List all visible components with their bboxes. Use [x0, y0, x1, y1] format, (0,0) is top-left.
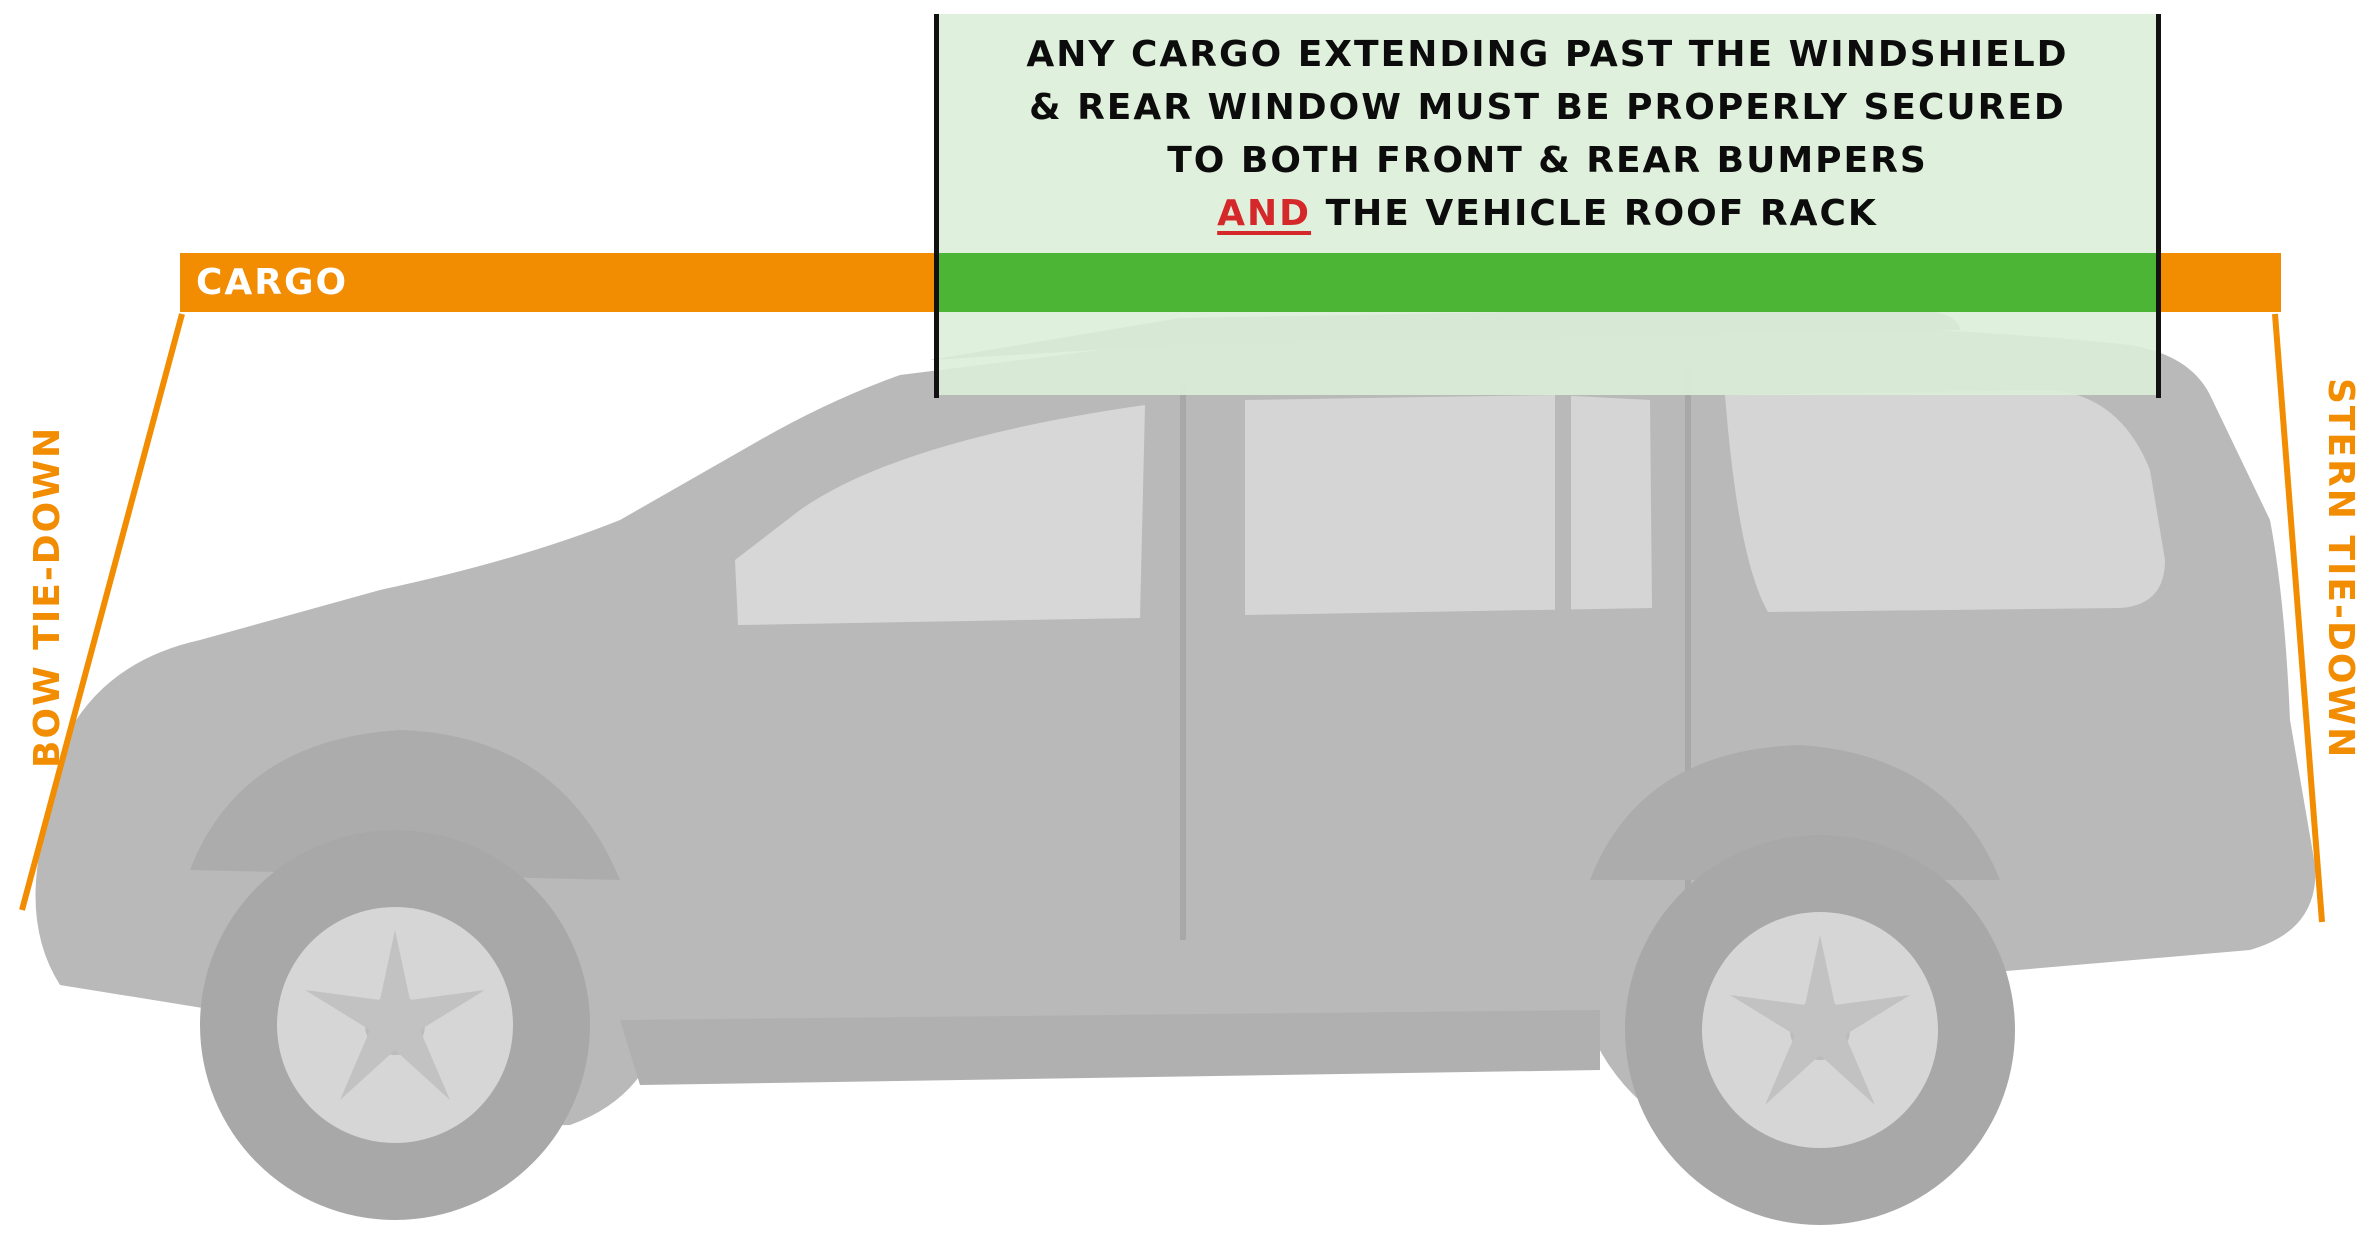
cargo-label: CARGO [196, 258, 348, 308]
notice-line-2: & REAR WINDOW MUST BE PROPERLY SECURED [1029, 81, 2066, 134]
notice-line-4: AND THE VEHICLE ROOF RACK [1217, 187, 1878, 240]
notice-line-1: ANY CARGO EXTENDING PAST THE WINDSHIELD [1026, 28, 2068, 81]
bow-tie-down-label: BOW TIE-DOWN [28, 426, 68, 768]
running-board [620, 1010, 1600, 1085]
rear-window [1725, 390, 2165, 612]
securing-notice: ANY CARGO EXTENDING PAST THE WINDSHIELD … [935, 14, 2160, 254]
suv-silhouette-icon [36, 305, 2316, 1225]
notice-line-3: TO BOTH FRONT & REAR BUMPERS [1167, 134, 1928, 187]
notice-emphasis-and: AND [1217, 193, 1311, 234]
door-seam-front [1180, 380, 1186, 940]
middle-window-pillar [1555, 395, 1571, 610]
notice-line-4-rest: THE VEHICLE ROOF RACK [1311, 193, 1878, 234]
stern-tie-down-label: STERN TIE-DOWN [2320, 378, 2360, 759]
rear-wheel [1625, 835, 2015, 1225]
front-wheel [200, 830, 590, 1220]
middle-window [1245, 395, 1652, 615]
cargo-bar-secured-section [937, 253, 2158, 312]
